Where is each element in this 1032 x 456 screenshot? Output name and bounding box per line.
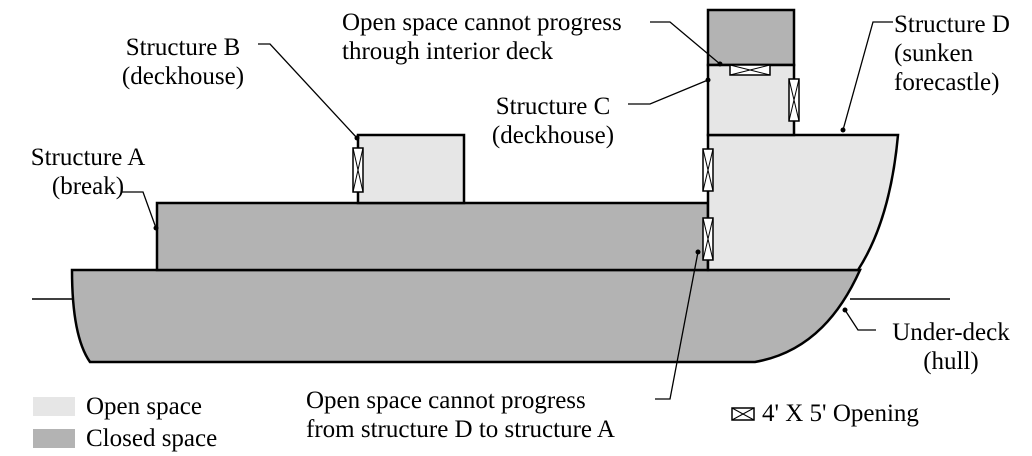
leader-structure-c	[628, 79, 709, 105]
label-structure-a: Structure A(break)	[30, 144, 146, 200]
leader-structure-b	[258, 43, 358, 139]
opening-structure-c-floor	[729, 64, 771, 76]
structure-d-forecastle	[706, 133, 900, 272]
label-under-deck: Under-deck(hull)	[892, 319, 1010, 375]
legend-swatch-closed	[33, 429, 75, 448]
legend-label-opening: 4' X 5' Opening	[762, 400, 919, 427]
opening-structure-b	[352, 147, 364, 193]
leader-dot-d	[840, 127, 846, 133]
leader-note-bottom	[655, 251, 699, 400]
legend-label-closed: Closed space	[86, 425, 218, 452]
leader-dot-a	[153, 225, 159, 231]
opening-structure-d-lower	[702, 217, 714, 261]
leader-structure-a	[122, 191, 157, 229]
structure-c-upper	[706, 8, 796, 67]
label-structure-b: Structure B(deckhouse)	[121, 34, 245, 90]
leader-dot-c	[705, 77, 711, 83]
leader-dot-b	[354, 135, 360, 141]
structure-a-break	[155, 201, 710, 272]
structure-b-deckhouse	[356, 133, 466, 205]
leader-under-deck	[844, 309, 876, 331]
hull-under-deck	[70, 268, 862, 364]
legend-swatch-open	[33, 397, 75, 416]
crossed-box-icon	[731, 407, 755, 421]
legend-label-open: Open space	[86, 393, 202, 420]
leader-dot-under-deck	[842, 307, 848, 313]
leader-dot-note-bottom	[695, 249, 701, 255]
leader-structure-d	[842, 21, 893, 131]
leader-dot-note-top	[717, 61, 723, 67]
label-structure-c: Structure C(deckhouse)	[491, 93, 615, 149]
leader-note-top	[650, 21, 721, 65]
opening-structure-c-side	[788, 78, 800, 122]
opening-structure-d-upper	[702, 148, 714, 192]
